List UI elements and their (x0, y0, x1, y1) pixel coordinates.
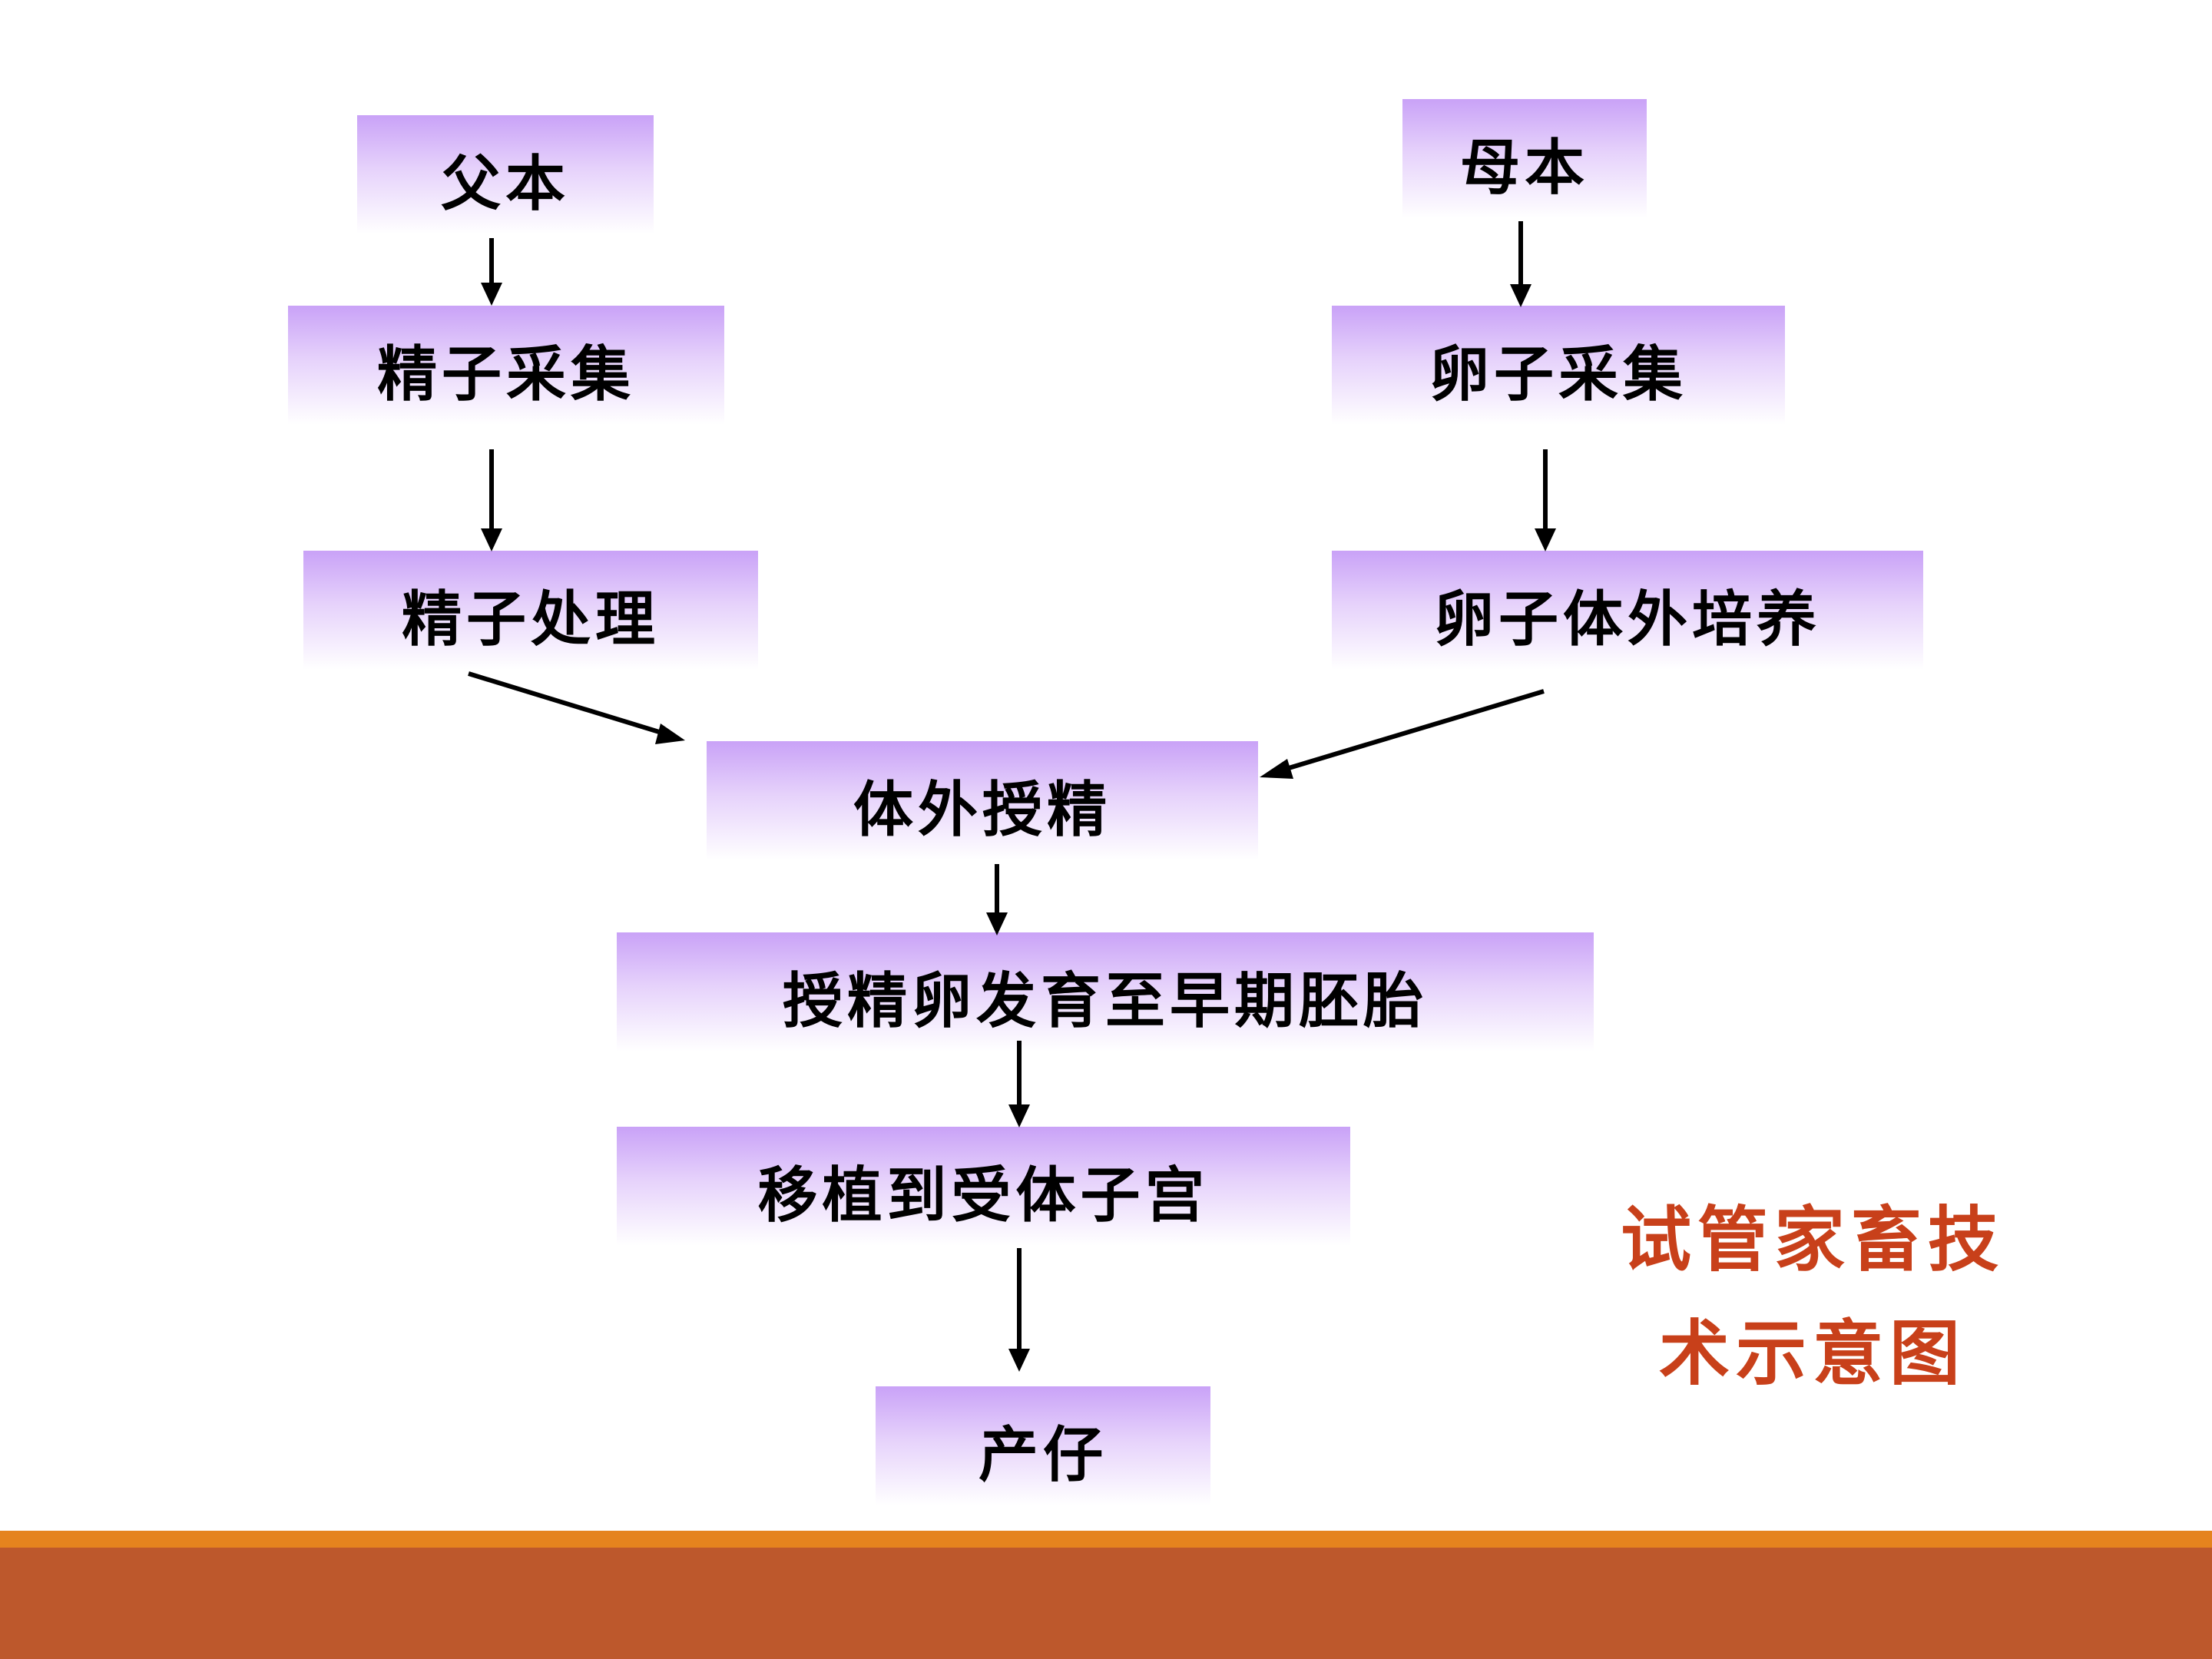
father-label: 父本 (440, 148, 570, 219)
arrowhead-sperm-processing (655, 724, 685, 744)
birth-box: 产仔 (876, 1386, 1210, 1505)
caption-line-2: 术示意图 (1658, 1312, 1966, 1395)
transfer-box: 移植到受体子宫 (617, 1127, 1350, 1246)
sperm-collection-label: 精子采集 (376, 339, 635, 409)
arrowhead-mother (1510, 284, 1532, 307)
egg-collection-box: 卵子采集 (1332, 306, 1785, 425)
embryo-development-box: 授精卵发育至早期胚胎 (617, 932, 1594, 1051)
arrow-egg-culture-to-ivf (1280, 689, 1545, 773)
arrowhead-egg-culture (1260, 759, 1293, 779)
mother-box: 母本 (1402, 99, 1647, 218)
mother-label: 母本 (1459, 132, 1589, 203)
ivf-label: 体外授精 (853, 774, 1111, 845)
embryo-development-label: 授精卵发育至早期胚胎 (782, 965, 1428, 1036)
transfer-label: 移植到受体子宫 (757, 1160, 1210, 1230)
ivf-box: 体外授精 (707, 741, 1258, 860)
sperm-collection-box: 精子采集 (288, 306, 724, 425)
egg-culture-label: 卵子体外培养 (1433, 584, 1821, 654)
footer-band (0, 1548, 2212, 1659)
sperm-processing-box: 精子处理 (303, 551, 758, 670)
arrowhead-father (481, 283, 502, 306)
birth-label: 产仔 (978, 1419, 1108, 1490)
egg-culture-box: 卵子体外培养 (1332, 551, 1923, 670)
arrowhead-egg-collection (1535, 528, 1556, 551)
sperm-processing-label: 精子处理 (401, 584, 660, 654)
diagram-caption: 试管家畜技 术示意图 (1544, 1183, 2081, 1410)
arrowhead-transfer (1008, 1349, 1030, 1372)
caption-line-1: 试管家畜技 (1620, 1198, 2005, 1281)
arrowhead-embryo (1008, 1104, 1030, 1128)
footer-accent-line (0, 1531, 2212, 1548)
arrow-sperm-processing-to-ivf (468, 671, 667, 737)
egg-collection-label: 卵子采集 (1429, 339, 1687, 409)
father-box: 父本 (357, 115, 654, 234)
arrowhead-sperm-collection (481, 528, 502, 551)
